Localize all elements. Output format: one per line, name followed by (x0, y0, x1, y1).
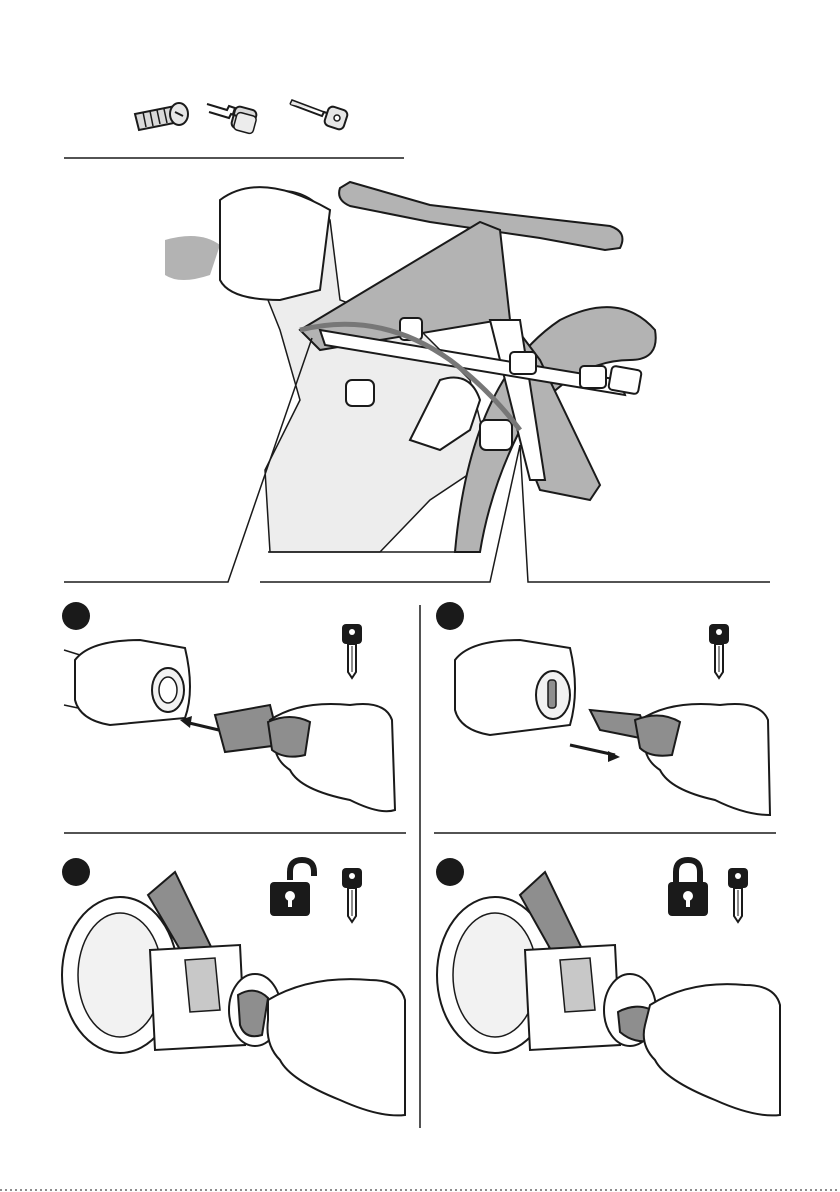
hand (268, 979, 406, 1115)
arm-shade (165, 236, 220, 280)
step-badge (436, 602, 464, 630)
key-icon (342, 624, 362, 678)
key-icon (728, 868, 748, 922)
step-insert-cylinder-panel (62, 602, 395, 811)
step-badge (62, 602, 90, 630)
step-badge (436, 858, 464, 886)
install-key-icon (290, 100, 349, 131)
unlocked-padlock-icon (270, 860, 314, 916)
lock-cylinder-icon (135, 103, 188, 130)
key-pair-icon (207, 104, 257, 134)
hand (644, 984, 780, 1115)
key-icon (342, 868, 362, 922)
locked-padlock-icon (668, 860, 708, 916)
key-icon (709, 624, 729, 678)
step-lock-panel (436, 858, 780, 1115)
parts-row (135, 100, 349, 134)
step-badge (62, 858, 90, 886)
step-unlock-panel (62, 858, 405, 1115)
step-remove-install-key-panel (436, 602, 770, 815)
bike-carrier-overview-illustration (165, 182, 656, 552)
